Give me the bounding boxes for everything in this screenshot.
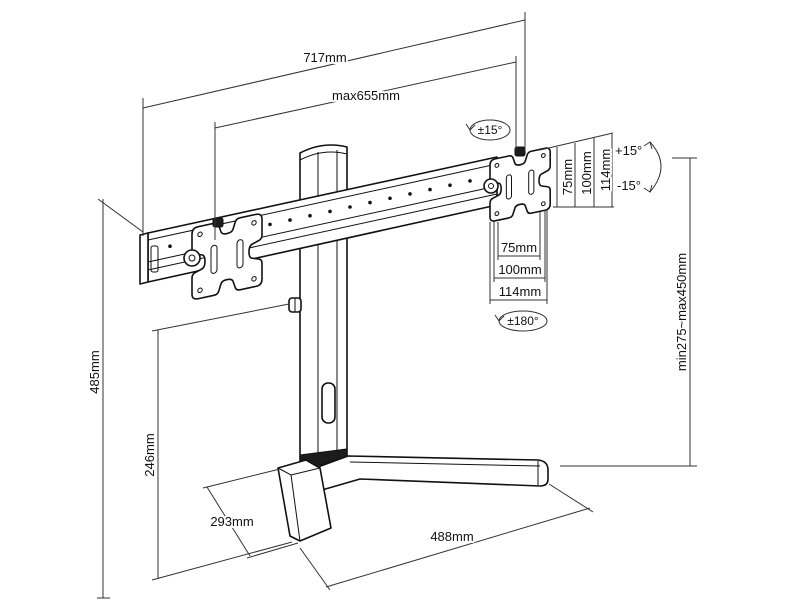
label-tilt-up: +15° [615, 143, 642, 158]
label-knob-height: 246mm [142, 433, 157, 476]
dim-max-arm-span: max655mm [214, 56, 517, 240]
right-plate-hole [541, 201, 545, 206]
dimension-line [325, 507, 591, 588]
label-vesa-horizontal-75: 75mm [501, 240, 537, 255]
crossbar-hole [428, 187, 432, 192]
pole-cap-line [299, 151, 348, 161]
height-adjust-knob [288, 297, 302, 313]
extension-line [299, 547, 331, 591]
crossbar-hole [308, 213, 312, 218]
crossbar-hole [268, 222, 272, 227]
right-plate-outline [490, 147, 550, 222]
left-plate-hole [198, 288, 202, 293]
swivel-indicator: ±15° [465, 119, 511, 141]
rotation-indicator: ±180° [494, 310, 548, 332]
rotation-arrowhead [494, 314, 505, 322]
left-arm-joint [183, 249, 201, 267]
label-vesa-vertical-75: 75mm [560, 159, 575, 195]
right-arm-joint [483, 178, 499, 194]
left-plate-slot [211, 245, 217, 274]
extension-line [539, 132, 614, 151]
dimension-line [214, 61, 517, 129]
right-mount-bolt [514, 146, 526, 157]
extension-line [202, 468, 281, 489]
label-vesa-vertical-100: 100mm [579, 151, 594, 194]
crossbar-slot [150, 245, 159, 273]
crossbar-hole [168, 244, 172, 248]
dim-knob-height: 246mm [140, 303, 293, 581]
tilt-indicator: +15° -15° [613, 141, 662, 195]
label-height-range: min275~max450mm [674, 253, 689, 371]
base [277, 448, 549, 542]
dim-base-depth: 293mm [202, 468, 299, 559]
crossbar-hole [348, 205, 352, 209]
label-vesa-horizontal-114: 114mm [499, 284, 541, 299]
left-plate-hole [252, 276, 256, 281]
extension-line [97, 198, 144, 233]
dim-vesa-vertical: 75mm 100mm 114mm [539, 132, 615, 208]
label-total-width: 717mm [303, 50, 346, 65]
right-vesa-plate [490, 147, 550, 222]
extension-line [151, 303, 290, 332]
leg-edge-line [349, 461, 541, 467]
right-plate-slot [506, 174, 511, 199]
crossbar-hole [328, 209, 332, 214]
label-rotation: ±180° [507, 314, 539, 328]
label-total-height: 485mm [87, 350, 102, 393]
dim-total-height: 485mm [85, 198, 144, 599]
tilt-arrow-icon [649, 141, 662, 193]
crossbar-hole [408, 192, 412, 196]
left-vesa-plate [192, 213, 262, 300]
label-vesa-vertical-114: 114mm [598, 149, 613, 191]
swivel-arrowhead [465, 123, 476, 131]
dimension-line [142, 19, 526, 109]
left-plate-hole [252, 220, 256, 225]
crossbar-hole [368, 200, 372, 205]
tilt-arrowhead-down [643, 184, 653, 193]
left-arm-joint-center [188, 254, 196, 262]
crossbar-hole [388, 196, 392, 201]
extension-line [548, 483, 594, 513]
right-arm-joint-center [488, 183, 494, 189]
dimension-line [206, 486, 251, 557]
crossbar-end-cap [139, 232, 149, 285]
base-right-leg [317, 455, 549, 491]
crossbar-hole [448, 183, 452, 187]
right-plate-hole [495, 211, 499, 216]
label-tilt-down: -15° [617, 178, 641, 193]
foot-facet-lines [277, 467, 321, 542]
tilt-arrowhead-up [643, 141, 653, 150]
crossbar-hole [468, 179, 472, 183]
dim-vesa-horizontal: 75mm 100mm 114mm [489, 210, 548, 304]
extension-line [246, 542, 299, 559]
cable-slot [321, 382, 336, 424]
right-plate-slot [529, 170, 534, 195]
label-max-arm-span: max655mm [332, 88, 400, 103]
crossbar-hole [288, 218, 292, 222]
dim-total-width: 717mm [142, 12, 526, 236]
dim-base-width: 488mm [299, 483, 594, 591]
label-swivel: ±15° [478, 123, 503, 137]
right-plate-hole [495, 163, 499, 168]
label-vesa-horizontal-100: 100mm [498, 262, 541, 277]
left-plate-outline [192, 213, 262, 300]
dim-height-range: min275~max450mm [560, 157, 697, 467]
crossbar-holes [168, 179, 472, 248]
label-base-depth: 293mm [210, 514, 253, 529]
label-base-width: 488mm [430, 529, 473, 544]
left-plate-slot [237, 239, 243, 268]
right-plate-hole [541, 153, 545, 158]
extension-line [151, 541, 293, 581]
left-plate-hole [198, 232, 202, 237]
